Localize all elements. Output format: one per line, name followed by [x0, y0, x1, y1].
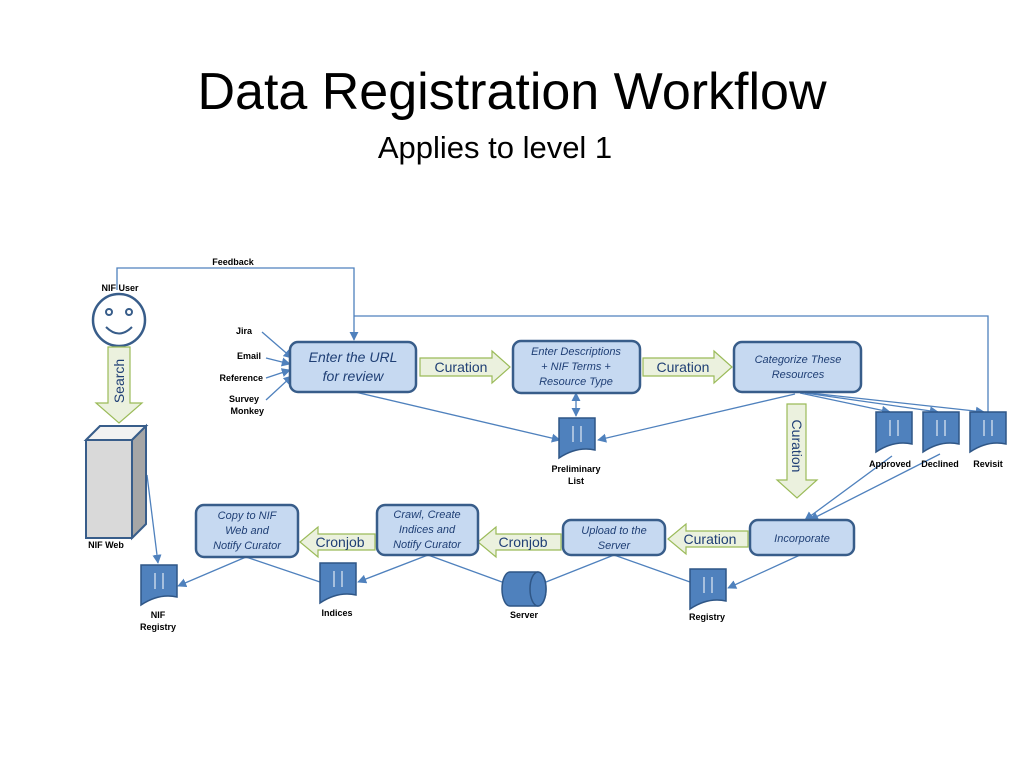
email-label: Email	[237, 351, 261, 361]
upload-to-server-line	[545, 554, 615, 583]
crawl-to-server-line	[427, 554, 503, 583]
curation-arrow-1: Curation	[419, 349, 511, 385]
enter-desc-line3: Resource Type	[539, 376, 613, 388]
cronjob-label-2: Cronjob	[315, 534, 364, 550]
categorize-line2: Resources	[772, 369, 825, 381]
enter-desc-line2: + NIF Terms +	[541, 361, 611, 373]
search-arrow: Search	[94, 346, 144, 424]
reference-label: Reference	[219, 373, 263, 383]
url-to-prelim-line	[354, 391, 561, 443]
approved-doc-icon	[875, 411, 913, 453]
cronjob-arrow-2: Cronjob	[299, 525, 376, 559]
to-declined-line	[804, 392, 939, 416]
copy-line1: Copy to NIF	[218, 510, 278, 522]
curation-label-2: Curation	[657, 359, 710, 375]
copy-to-nif-registry-line	[177, 556, 247, 587]
copy-line2: Web and	[225, 525, 270, 537]
survey-label-line1: Survey	[229, 394, 259, 404]
search-label: Search	[111, 359, 127, 403]
indices-doc-icon	[319, 562, 357, 604]
nif-registry-doc-icon	[140, 564, 178, 606]
enter-url-box: Enter the URL for review	[288, 340, 418, 394]
to-revisit-line	[809, 392, 985, 416]
incorporate-to-registry-line	[727, 554, 801, 589]
nif-registry-label-line1: NIF	[151, 610, 166, 620]
curation-arrow-3: Curation	[775, 403, 819, 499]
page-subtitle: Applies to level 1	[377, 130, 613, 165]
categorize-line1: Categorize These	[755, 354, 842, 366]
approved-label: Approved	[869, 459, 911, 469]
preliminary-label-line1: Preliminary	[551, 464, 600, 474]
declined-label: Declined	[921, 459, 959, 469]
registry-label: Registry	[689, 612, 725, 622]
enter-url-line1: Enter the URL	[309, 349, 398, 365]
nif-web-to-nif-registry-line	[146, 474, 162, 564]
nif-user-icon	[91, 292, 147, 348]
curation-label-3: Curation	[789, 420, 805, 473]
nif-registry-label-line2: Registry	[140, 622, 176, 632]
enter-url-line2: for review	[323, 368, 385, 384]
nif-user-label: NIF User	[101, 283, 139, 293]
declined-doc-icon	[922, 411, 960, 453]
feedback-label: Feedback	[212, 257, 255, 267]
feedback-line	[116, 267, 359, 341]
registry-doc-icon	[689, 568, 727, 610]
survey-line	[265, 375, 293, 401]
curation-label-1: Curation	[435, 359, 488, 375]
incorporate-line1: Incorporate	[774, 533, 830, 545]
survey-label-line2: Monkey	[230, 406, 264, 416]
jira-line	[261, 331, 293, 359]
upload-to-registry-line	[613, 554, 691, 583]
email-line	[265, 357, 291, 367]
to-approved-line	[799, 392, 891, 415]
nif-web-server-icon	[83, 423, 149, 541]
declined-to-incorporate-line	[809, 453, 941, 521]
server-cylinder-icon	[501, 571, 547, 607]
server-label: Server	[510, 610, 539, 620]
curation-arrow-4: Curation	[667, 522, 749, 556]
upload-line2: Server	[598, 540, 632, 552]
enter-descriptions-box: Enter Descriptions + NIF Terms + Resourc…	[511, 339, 642, 395]
jira-label: Jira	[236, 326, 253, 336]
cronjob-label-1: Cronjob	[498, 534, 547, 550]
preliminary-list-doc-icon	[558, 417, 596, 459]
revisit-label: Revisit	[973, 459, 1003, 469]
copy-box: Copy to NIF Web and Notify Curator	[194, 503, 300, 559]
enter-desc-line1: Enter Descriptions	[531, 346, 621, 358]
crawl-line1: Crawl, Create	[393, 509, 460, 521]
page-title: Data Registration Workflow	[197, 63, 827, 121]
revisit-line	[354, 315, 989, 412]
approved-to-incorporate-line	[804, 455, 893, 521]
reference-line	[265, 368, 291, 379]
preliminary-label-line2: List	[568, 476, 584, 486]
curation-label-4: Curation	[684, 531, 737, 547]
incorporate-box: Incorporate	[748, 518, 856, 557]
upload-line1: Upload to the	[581, 525, 646, 537]
nif-web-label: NIF Web	[88, 540, 124, 550]
revisit-doc-icon	[969, 411, 1007, 453]
copy-line3: Notify Curator	[213, 540, 282, 552]
categorize-to-prelim-line	[597, 393, 796, 443]
connector-lines	[116, 267, 989, 589]
crawl-box: Crawl, Create Indices and Notify Curator	[375, 503, 480, 557]
categorize-box: Categorize These Resources	[732, 340, 863, 394]
copy-to-indices-line	[245, 556, 321, 583]
cronjob-arrow-1: Cronjob	[477, 525, 562, 559]
crawl-line3: Notify Curator	[393, 539, 462, 551]
indices-label: Indices	[321, 608, 352, 618]
curation-arrow-2: Curation	[642, 349, 733, 385]
crawl-to-indices-line	[357, 554, 429, 584]
upload-box: Upload to the Server	[561, 518, 667, 557]
crawl-line2: Indices and	[399, 524, 456, 536]
